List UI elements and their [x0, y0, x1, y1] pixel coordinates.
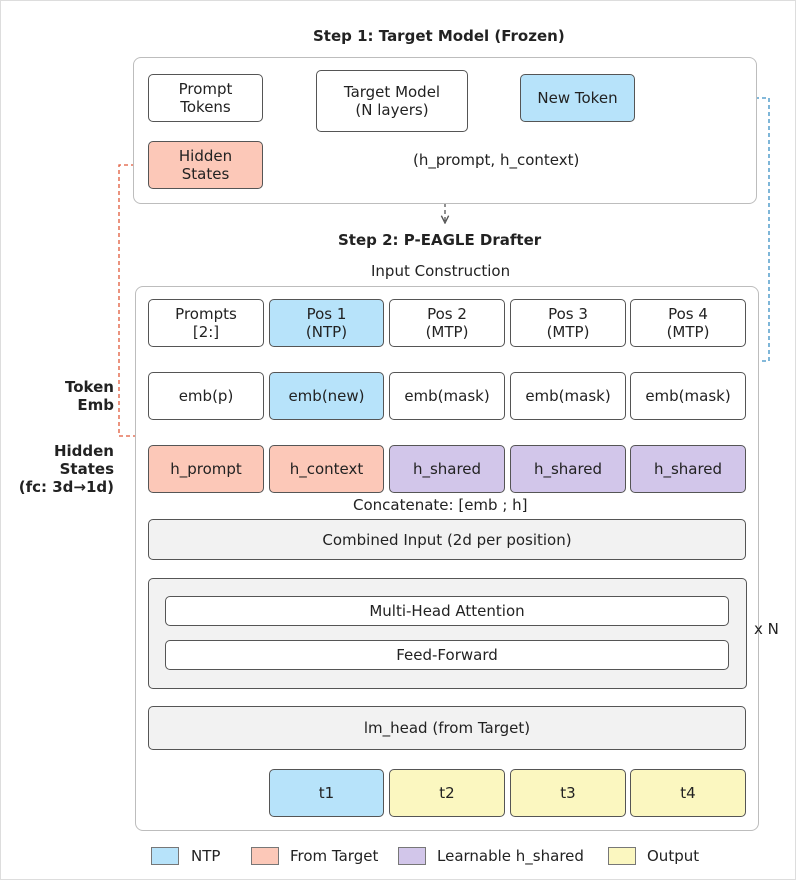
target-model-line1: Target Model: [343, 83, 441, 101]
legend-swatch-ntp: [151, 847, 179, 865]
emb-mask-4: emb(mask): [630, 372, 746, 420]
position-3-line2: (MTP): [546, 323, 590, 341]
h-shared-4: h_shared: [630, 445, 746, 493]
new-token-label: New Token: [537, 89, 618, 107]
position-4-line1: Pos 4: [668, 305, 708, 323]
output-t4: t4: [630, 769, 746, 817]
feed-forward-box: Feed-Forward: [165, 640, 729, 670]
transformer-block: [148, 578, 747, 689]
position-1-line2: (NTP): [305, 323, 348, 341]
position-prompts-line2: [2:]: [192, 323, 220, 341]
token-emb-line1: Token: [65, 378, 114, 396]
position-1-line1: Pos 1: [306, 305, 347, 323]
position-4: Pos 4 (MTP): [630, 299, 746, 347]
step1-title: Step 1: Target Model (Frozen): [313, 27, 565, 45]
hidden-side-line1: Hidden: [53, 442, 114, 460]
position-prompts-line1: Prompts: [175, 305, 237, 323]
lm-head-box: lm_head (from Target): [148, 706, 746, 750]
repeat-label: x N: [754, 620, 779, 638]
position-2: Pos 2 (MTP): [389, 299, 505, 347]
input-construction-label: Input Construction: [371, 262, 511, 280]
attention-box: Multi-Head Attention: [165, 596, 729, 626]
hidden-states-side-label: Hidden States (fc: 3d→1d): [4, 442, 114, 496]
legend-swatch-output: [608, 847, 636, 865]
output-t1: t1: [269, 769, 384, 817]
legend-label-output: Output: [647, 847, 700, 865]
h-shared-3: h_shared: [510, 445, 626, 493]
position-prompts: Prompts [2:]: [148, 299, 264, 347]
emb-mask-3: emb(mask): [510, 372, 626, 420]
emb-prompt: emb(p): [148, 372, 264, 420]
target-model-line2: (N layers): [355, 101, 429, 119]
legend-swatch-from-target: [251, 847, 279, 865]
step2-title: Step 2: P-EAGLE Drafter: [338, 231, 542, 249]
hidden-states-line2: States: [181, 165, 230, 183]
legend-label-ntp: NTP: [191, 847, 221, 865]
h-prompt-box: h_prompt: [148, 445, 264, 493]
token-emb-label: Token Emb: [40, 378, 114, 414]
output-t3: t3: [510, 769, 626, 817]
hidden-states-line1: Hidden: [178, 147, 233, 165]
position-1: Pos 1 (NTP): [269, 299, 384, 347]
hidden-side-line2: States: [59, 460, 114, 478]
concat-label: Concatenate: [emb ; h]: [353, 496, 528, 514]
token-emb-line2: Emb: [77, 396, 114, 414]
prompt-tokens-line2: Tokens: [180, 98, 231, 116]
h-shared-2: h_shared: [389, 445, 505, 493]
combined-input-box: Combined Input (2d per position): [148, 519, 746, 560]
position-2-line2: (MTP): [425, 323, 469, 341]
emb-new: emb(new): [269, 372, 384, 420]
target-model-box: Target Model (N layers): [316, 70, 468, 132]
h-annotation: (h_prompt, h_context): [413, 151, 580, 169]
h-context-box: h_context: [269, 445, 384, 493]
legend-swatch-learnable: [398, 847, 426, 865]
legend-label-learnable: Learnable h_shared: [437, 847, 584, 865]
position-3: Pos 3 (MTP): [510, 299, 626, 347]
emb-mask-2: emb(mask): [389, 372, 505, 420]
position-2-line1: Pos 2: [427, 305, 467, 323]
hidden-states-box: Hidden States: [148, 141, 263, 189]
output-t2: t2: [389, 769, 505, 817]
position-4-line2: (MTP): [666, 323, 710, 341]
prompt-tokens-box: Prompt Tokens: [148, 74, 263, 122]
position-3-line1: Pos 3: [548, 305, 588, 323]
new-token-box: New Token: [520, 74, 635, 122]
hidden-side-line3: (fc: 3d→1d): [18, 478, 114, 496]
legend-label-from-target: From Target: [290, 847, 379, 865]
prompt-tokens-line1: Prompt: [178, 80, 233, 98]
